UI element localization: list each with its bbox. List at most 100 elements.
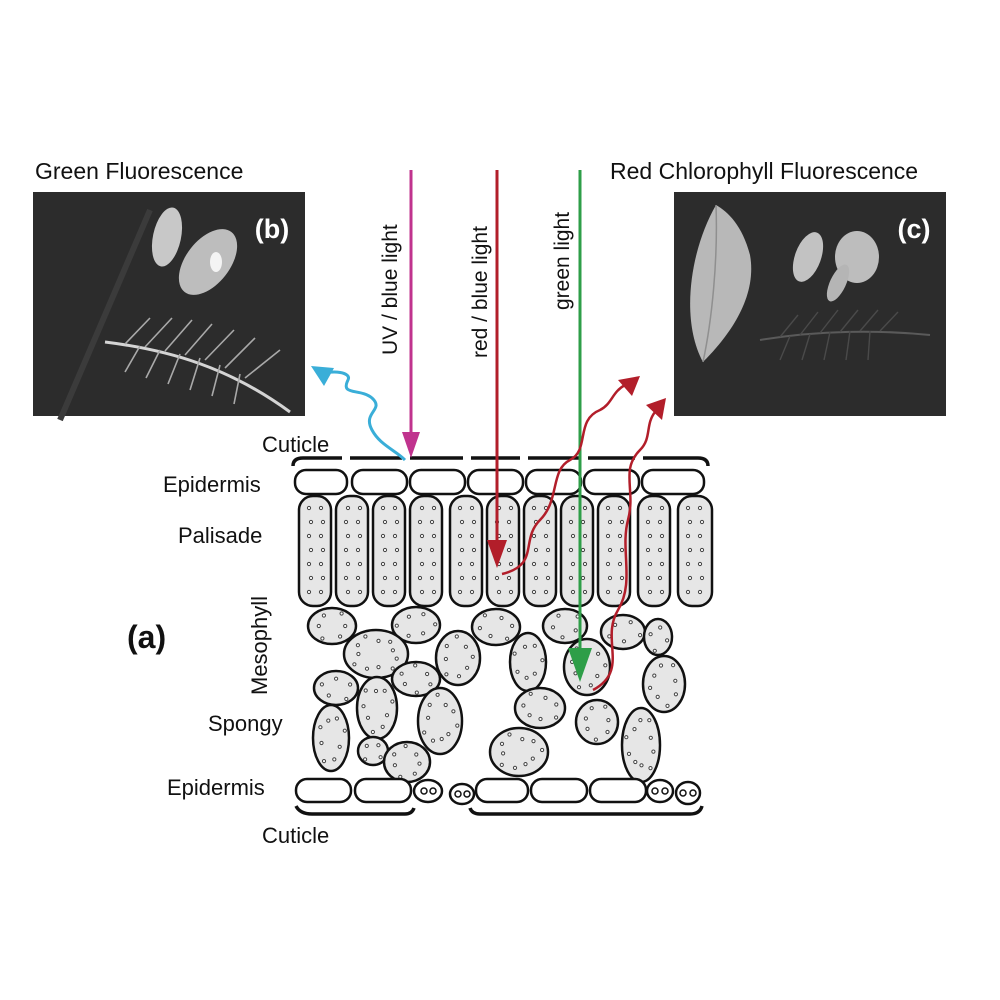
- chloroplast-dot: [345, 533, 351, 539]
- chloroplast-dot: [318, 505, 324, 511]
- chloroplast-dot: [582, 589, 588, 595]
- chloroplast-dot: [319, 682, 324, 687]
- chloroplast-dot: [506, 575, 512, 581]
- chloroplast-dot: [543, 533, 549, 539]
- chloroplast-dot: [429, 575, 435, 581]
- chloroplast-dot: [595, 673, 600, 679]
- chloroplast-dot: [394, 656, 399, 661]
- chloroplast-dot: [665, 638, 670, 643]
- chloroplast-dot: [326, 718, 331, 723]
- chloroplast-dot: [365, 715, 371, 720]
- chloroplast-dot: [523, 762, 528, 767]
- chloroplast-dot: [355, 575, 361, 581]
- chloroplast-dot: [406, 614, 411, 619]
- chloroplast-dot: [659, 561, 665, 567]
- chloroplast-dot: [380, 533, 386, 539]
- chloroplast-dot: [628, 620, 633, 625]
- chloroplast-dot: [545, 519, 551, 525]
- chloroplast-dot: [521, 703, 526, 708]
- chloroplast-dot: [382, 519, 388, 525]
- chloroplast-dot: [528, 691, 533, 696]
- chloroplast-dot: [543, 561, 549, 567]
- chloroplast-dot: [363, 688, 368, 693]
- chloroplast-dot: [457, 561, 463, 567]
- red-blue-light-label: red / blue light: [469, 226, 492, 358]
- chloroplast-dot: [471, 519, 477, 525]
- chloroplast-dot: [444, 672, 449, 677]
- chloroplast-dot: [638, 633, 643, 638]
- chloroplast-dot: [431, 505, 437, 511]
- chloroplast-dot: [605, 589, 611, 595]
- chloroplast-dot: [428, 682, 433, 687]
- epidermis-bottom: [294, 777, 702, 806]
- chloroplast-dot: [532, 643, 537, 648]
- chloroplast-dot: [639, 763, 644, 768]
- chloroplast-dot: [392, 533, 398, 539]
- chloroplast-dot: [343, 547, 349, 553]
- green-light-beam: [568, 170, 592, 682]
- chloroplast-dot: [364, 743, 369, 749]
- chloroplast-dot: [596, 651, 601, 656]
- chloroplast-dot: [593, 737, 599, 742]
- chloroplast-dot: [671, 663, 676, 668]
- chloroplast-dot: [607, 634, 612, 639]
- chloroplast-dot: [619, 547, 625, 553]
- chloroplast-dot: [607, 519, 613, 525]
- chloroplast-dot: [583, 716, 589, 721]
- chloroplast-dot: [499, 762, 504, 768]
- chloroplast-dot: [560, 635, 565, 640]
- chloroplast-dot: [459, 519, 465, 525]
- red-fluorescence-emission-2: [592, 398, 666, 692]
- chloroplast-dot: [382, 547, 388, 553]
- red-blue-light-beam: [487, 170, 507, 568]
- chloroplast-dot: [568, 519, 574, 525]
- chloroplast-dot: [361, 704, 366, 709]
- chloroplast-dot: [527, 713, 532, 718]
- chloroplast-dot: [380, 724, 385, 730]
- chloroplast-dot: [530, 756, 535, 761]
- chloroplast-dot: [659, 533, 665, 539]
- chloroplast-dot: [414, 690, 419, 695]
- chloroplast-dot: [343, 623, 348, 629]
- chloroplast-dot: [429, 547, 435, 553]
- chloroplast-dot: [470, 654, 475, 659]
- chloroplast-dot: [570, 505, 576, 511]
- chloroplast-dot: [320, 575, 326, 581]
- chloroplast-dot: [580, 519, 586, 525]
- chloroplast-dot: [443, 702, 448, 708]
- chloroplast-dot: [339, 611, 344, 616]
- cuticle-top-label: Cuticle: [262, 432, 329, 457]
- chloroplast-dot: [306, 505, 312, 511]
- chloroplast-dot: [647, 561, 653, 567]
- chloroplast-dot: [357, 561, 363, 567]
- chloroplast-dot: [343, 575, 349, 581]
- chloroplast-dot: [508, 505, 514, 511]
- chloroplast-dot: [603, 663, 608, 668]
- chloroplast-dot: [435, 692, 440, 697]
- chloroplast-dot: [388, 639, 393, 644]
- chloroplast-dot: [658, 625, 663, 630]
- uv-blue-light-label: UV / blue light: [379, 224, 402, 355]
- chloroplast-dot: [421, 612, 426, 617]
- chloroplast-dot: [554, 715, 559, 720]
- chloroplast-dot: [392, 589, 398, 595]
- chloroplast-dot: [417, 575, 423, 581]
- chloroplast-dot: [394, 519, 400, 525]
- chloroplast-dot: [363, 634, 368, 639]
- chloroplast-dot: [605, 561, 611, 567]
- chloroplast-dot: [632, 727, 637, 732]
- chloroplast-dot: [605, 533, 611, 539]
- chloroplast-dot: [570, 561, 576, 567]
- chloroplast-dot: [512, 765, 518, 771]
- chloroplast-dot: [570, 589, 576, 595]
- chloroplast-dot: [345, 505, 351, 511]
- chloroplast-dot: [508, 561, 514, 567]
- chloroplast-dot: [647, 718, 652, 723]
- chloroplast-dot: [685, 533, 691, 539]
- chloroplast-dot: [459, 547, 465, 553]
- cuticle-bottom: [294, 805, 704, 816]
- chloroplast-dot: [648, 685, 653, 691]
- chloroplast-dot: [306, 589, 312, 595]
- chloroplast-dot: [343, 519, 349, 525]
- chloroplast-dot: [459, 575, 465, 581]
